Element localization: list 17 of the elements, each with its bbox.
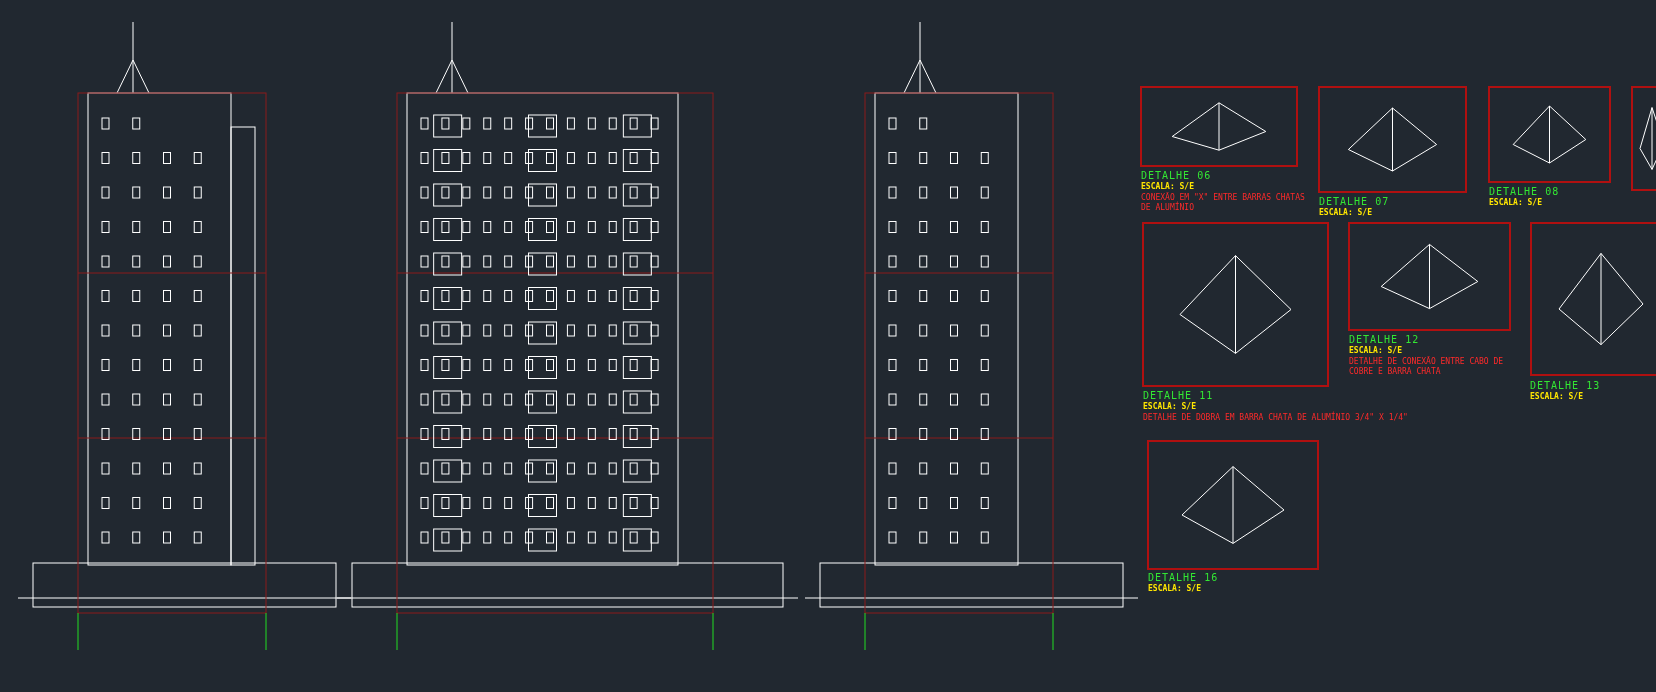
detail-title: DETALHE 12: [1349, 335, 1420, 345]
detail-caption: DETALHE DE CONEXÃO ENTRE CABO DE COBRE E BARRA CHATA: [1349, 357, 1505, 377]
detail-caption: DETALHE DE DOBRA EM BARRA CHATA DE ALUMÍNIO 3/4" X 1/4": [1143, 413, 1409, 423]
detail-title: DETALHE 06: [1141, 171, 1212, 181]
detail-title: DETALHE 13: [1530, 381, 1601, 391]
scale-note: ESCALA: S/E: [1530, 393, 1583, 401]
scale-note: ESCALA: S/E: [1143, 403, 1196, 411]
detail-title: DETALHE 07: [1319, 197, 1390, 207]
detail-title: DETALHE 11: [1143, 391, 1214, 401]
detail-caption: CONEXÃO EM "X" ENTRE BARRAS CHATAS DE ALUMÍNIO: [1141, 193, 1306, 213]
scale-note: ESCALA: S/E: [1148, 585, 1201, 593]
scale-note: ESCALA: S/E: [1349, 347, 1402, 355]
scale-note: ESCALA: S/E: [1141, 183, 1194, 191]
detail-title: DETALHE 16: [1148, 573, 1219, 583]
scale-note: ESCALA: S/E: [1489, 199, 1542, 207]
detail-title: DETALHE 08: [1489, 187, 1560, 197]
scale-note: ESCALA: S/E: [1319, 209, 1372, 217]
